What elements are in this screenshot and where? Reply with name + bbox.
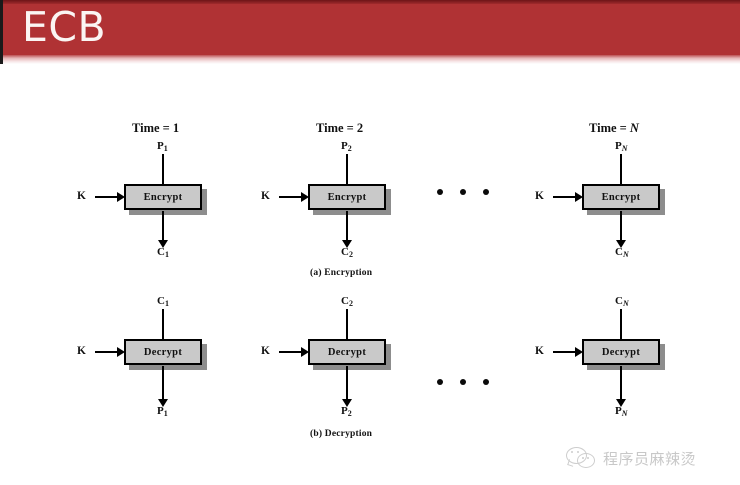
arrow-key-to-encrypt-n — [553, 192, 583, 202]
ciphertext-label-enc-2: C2 — [341, 246, 353, 259]
arrow-key-to-encrypt-1 — [95, 192, 125, 202]
key-label-dec-n: K — [535, 345, 544, 357]
arrow-decrypt-to-plaintext-1 — [158, 366, 168, 408]
watermark-text: 程序员麻辣烫 — [603, 449, 697, 468]
time-label-enc-n: Time = N — [589, 121, 639, 135]
arrow-key-to-decrypt-1 — [95, 347, 125, 357]
plaintext-label-enc-n: PN — [615, 140, 628, 153]
encrypt-box-2: Encrypt — [308, 184, 386, 210]
key-label-enc-n: K — [535, 190, 544, 202]
key-label-enc-2: K — [261, 190, 270, 202]
decrypt-box-n: Decrypt — [582, 339, 660, 365]
ellipsis-decryption — [437, 379, 489, 385]
ciphertext-label-enc-1: C1 — [157, 246, 169, 259]
ellipsis-encryption — [437, 189, 489, 195]
time-label-enc-1: Time = 1 — [132, 121, 180, 135]
key-label-dec-2: K — [261, 345, 270, 357]
slide-header-banner — [3, 0, 740, 55]
plaintext-label-dec-1: P1 — [157, 405, 168, 418]
decrypt-box-2: Decrypt — [308, 339, 386, 365]
slide-header-top-shade — [3, 0, 740, 4]
decrypt-box-1: Decrypt — [124, 339, 202, 365]
page-title: ECB — [22, 3, 107, 51]
arrow-key-to-encrypt-2 — [279, 192, 309, 202]
key-label-enc-1: K — [77, 190, 86, 202]
ciphertext-label-dec-2: C2 — [341, 295, 353, 308]
arrow-encrypt-to-ciphertext-1 — [158, 211, 168, 249]
watermark: 程序员麻辣烫 — [566, 445, 696, 471]
arrow-decrypt-to-plaintext-n — [616, 366, 626, 408]
caption-decryption: (b) Decryption — [310, 429, 373, 439]
ciphertext-label-enc-n: CN — [615, 246, 629, 259]
caption-encryption: (a) Encryption — [310, 268, 373, 278]
encrypt-box-1: Encrypt — [124, 184, 202, 210]
arrow-encrypt-to-ciphertext-n — [616, 211, 626, 249]
key-label-dec-1: K — [77, 345, 86, 357]
ciphertext-label-dec-n: CN — [615, 295, 629, 308]
plaintext-label-enc-2: P2 — [341, 140, 352, 153]
plaintext-label-dec-2: P2 — [341, 405, 352, 418]
arrow-key-to-decrypt-n — [553, 347, 583, 357]
slide-header-fade-strip — [3, 55, 740, 64]
plaintext-label-dec-n: PN — [615, 405, 628, 418]
arrow-encrypt-to-ciphertext-2 — [342, 211, 352, 249]
encrypt-box-n: Encrypt — [582, 184, 660, 210]
wechat-logo-icon — [566, 445, 596, 471]
ciphertext-label-dec-1: C1 — [157, 295, 169, 308]
arrow-key-to-decrypt-2 — [279, 347, 309, 357]
figure-ecb-diagram: Time = 1 P1 K Encrypt C1 Time = 2 P2 — [0, 64, 740, 485]
time-label-enc-2: Time = 2 — [316, 121, 364, 135]
plaintext-label-enc-1: P1 — [157, 140, 168, 153]
arrow-decrypt-to-plaintext-2 — [342, 366, 352, 408]
